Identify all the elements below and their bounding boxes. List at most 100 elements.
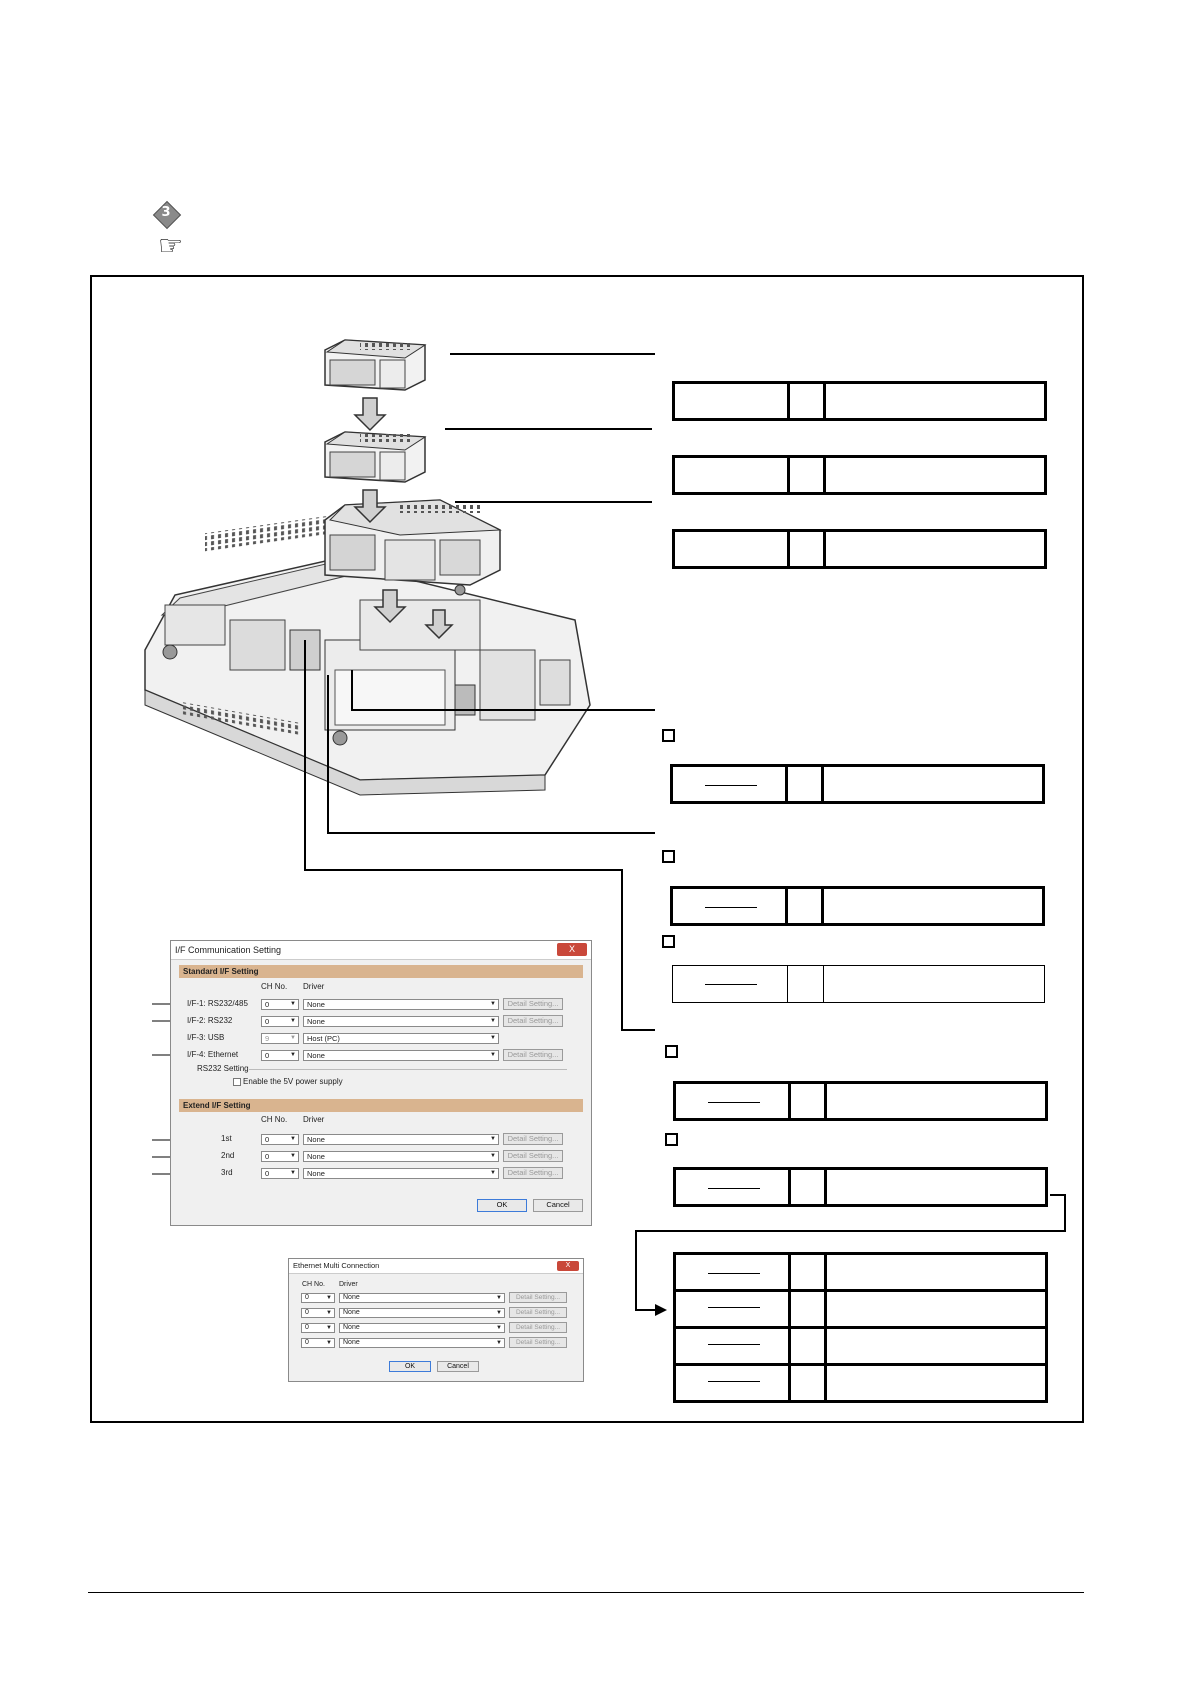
- middle-module-icon: [324, 431, 427, 483]
- if-row-2: [670, 886, 1045, 926]
- ok-button[interactable]: OK: [477, 1199, 527, 1212]
- chevron-down-icon: ▼: [490, 1136, 496, 1142]
- chevron-down-icon: ▼: [326, 1325, 332, 1331]
- ext2-detail-button[interactable]: Detail Setting...: [503, 1150, 563, 1162]
- eth-cancel-button[interactable]: Cancel: [437, 1361, 479, 1372]
- if2-driver-select[interactable]: None▼: [303, 1016, 499, 1027]
- if-row-4: [673, 1081, 1048, 1121]
- chevron-down-icon: ▼: [326, 1310, 332, 1316]
- chevron-down-icon: ▼: [290, 1136, 296, 1142]
- enable-5v-checkbox[interactable]: [233, 1078, 241, 1086]
- eth-row-2: [673, 1289, 1048, 1329]
- extend-col-driver-header: Driver: [303, 1115, 325, 1124]
- if-row-5: [673, 1167, 1048, 1207]
- eth1-ch-select[interactable]: 0▼: [301, 1293, 335, 1303]
- chevron-down-icon: ▼: [326, 1340, 332, 1346]
- chevron-down-icon: ▼: [496, 1340, 502, 1346]
- if3-label: I/F-3: USB: [187, 1033, 225, 1042]
- if-communication-dialog: I/F Communication Setting X Standard I/F…: [170, 940, 592, 1226]
- ext1-detail-button[interactable]: Detail Setting...: [503, 1133, 563, 1145]
- module-row-2: [672, 455, 1047, 495]
- eth-ok-button[interactable]: OK: [389, 1361, 431, 1372]
- extend-section-header: Extend I/F Setting: [179, 1099, 583, 1112]
- if3-ch-select[interactable]: 9▼: [261, 1033, 299, 1044]
- cancel-button[interactable]: Cancel: [533, 1199, 583, 1212]
- chevron-down-icon: ▼: [290, 1035, 296, 1041]
- if4-driver-select[interactable]: None▼: [303, 1050, 499, 1061]
- eth-dialog-title: Ethernet Multi Connection: [289, 1259, 583, 1274]
- diagram-frame: [90, 275, 1084, 1423]
- col-driver-header: Driver: [303, 982, 325, 991]
- eth4-detail-button[interactable]: Detail Setting...: [509, 1337, 567, 1348]
- chevron-down-icon: ▼: [496, 1310, 502, 1316]
- eth2-detail-button[interactable]: Detail Setting...: [509, 1307, 567, 1318]
- if3-driver-select[interactable]: Host (PC)▼: [303, 1033, 499, 1044]
- eth4-ch-select[interactable]: 0▼: [301, 1338, 335, 1348]
- eth-row-4: [673, 1363, 1048, 1403]
- pointing-hand-icon: ☞: [158, 229, 184, 262]
- eth1-driver-select[interactable]: None▼: [339, 1293, 505, 1303]
- ext1-driver-select[interactable]: None▼: [303, 1134, 499, 1145]
- checkbox-square-icon: [662, 935, 675, 948]
- ext1-ch-select[interactable]: 0▼: [261, 1134, 299, 1145]
- step-diamond-icon: 3: [152, 200, 182, 230]
- down-arrows: [353, 397, 454, 640]
- eth2-ch-select[interactable]: 0▼: [301, 1308, 335, 1318]
- ext3-ch-select[interactable]: 0▼: [261, 1168, 299, 1179]
- ext3-driver-select[interactable]: None▼: [303, 1168, 499, 1179]
- if1-label: I/F-1: RS232/485: [187, 999, 248, 1008]
- chevron-down-icon: ▼: [290, 1018, 296, 1024]
- eth-col-driver-header: Driver: [339, 1281, 358, 1288]
- eth-row-1: [673, 1252, 1048, 1292]
- chevron-down-icon: ▼: [490, 1052, 496, 1058]
- if-row-1: [670, 764, 1045, 804]
- checkbox-square-icon: [662, 850, 675, 863]
- chevron-down-icon: ▼: [490, 1001, 496, 1007]
- eth1-detail-button[interactable]: Detail Setting...: [509, 1292, 567, 1303]
- top-module-icon: [324, 339, 427, 391]
- arrow-right-icon: [655, 1304, 667, 1316]
- if1-ch-select[interactable]: 0▼: [261, 999, 299, 1010]
- if4-ch-select[interactable]: 0▼: [261, 1050, 299, 1061]
- chevron-down-icon: ▼: [490, 1035, 496, 1041]
- group-divider: [249, 1069, 567, 1070]
- ext2-label: 2nd: [221, 1151, 235, 1160]
- if2-detail-button[interactable]: Detail Setting...: [503, 1015, 563, 1027]
- if2-label: I/F-2: RS232: [187, 1016, 233, 1025]
- close-button[interactable]: X: [557, 943, 587, 956]
- if-row-3: [672, 965, 1045, 1003]
- ext1-label: 1st: [221, 1134, 232, 1143]
- footer-rule: [88, 1592, 1084, 1593]
- eth3-ch-select[interactable]: 0▼: [301, 1323, 335, 1333]
- chevron-down-icon: ▼: [290, 1153, 296, 1159]
- step-number: 3: [161, 205, 171, 220]
- ext3-label: 3rd: [221, 1168, 233, 1177]
- eth2-driver-select[interactable]: None▼: [339, 1308, 505, 1318]
- if1-driver-select[interactable]: None▼: [303, 999, 499, 1010]
- chevron-down-icon: ▼: [496, 1295, 502, 1301]
- if4-detail-button[interactable]: Detail Setting...: [503, 1049, 563, 1061]
- eth3-detail-button[interactable]: Detail Setting...: [509, 1322, 567, 1333]
- extend-col-ch-header: CH No.: [261, 1115, 288, 1124]
- eth4-driver-select[interactable]: None▼: [339, 1338, 505, 1348]
- ext3-detail-button[interactable]: Detail Setting...: [503, 1167, 563, 1179]
- chevron-down-icon: ▼: [490, 1018, 496, 1024]
- ext2-driver-select[interactable]: None▼: [303, 1151, 499, 1162]
- rs232-group-label: RS232 Setting: [197, 1064, 249, 1073]
- chevron-down-icon: ▼: [290, 1052, 296, 1058]
- if1-detail-button[interactable]: Detail Setting...: [503, 998, 563, 1010]
- col-ch-header: CH No.: [261, 982, 288, 991]
- ext2-ch-select[interactable]: 0▼: [261, 1151, 299, 1162]
- got-unit-icon: [144, 512, 591, 796]
- module-row-1: [672, 381, 1047, 421]
- enable-5v-label: Enable the 5V power supply: [243, 1077, 343, 1086]
- eth-col-ch-header: CH No.: [302, 1281, 325, 1288]
- checkbox-square-icon: [665, 1045, 678, 1058]
- module-row-3: [672, 529, 1047, 569]
- if2-ch-select[interactable]: 0▼: [261, 1016, 299, 1027]
- eth3-driver-select[interactable]: None▼: [339, 1323, 505, 1333]
- chevron-down-icon: ▼: [290, 1001, 296, 1007]
- eth-close-button[interactable]: X: [557, 1261, 579, 1271]
- standard-section-header: Standard I/F Setting: [179, 965, 583, 978]
